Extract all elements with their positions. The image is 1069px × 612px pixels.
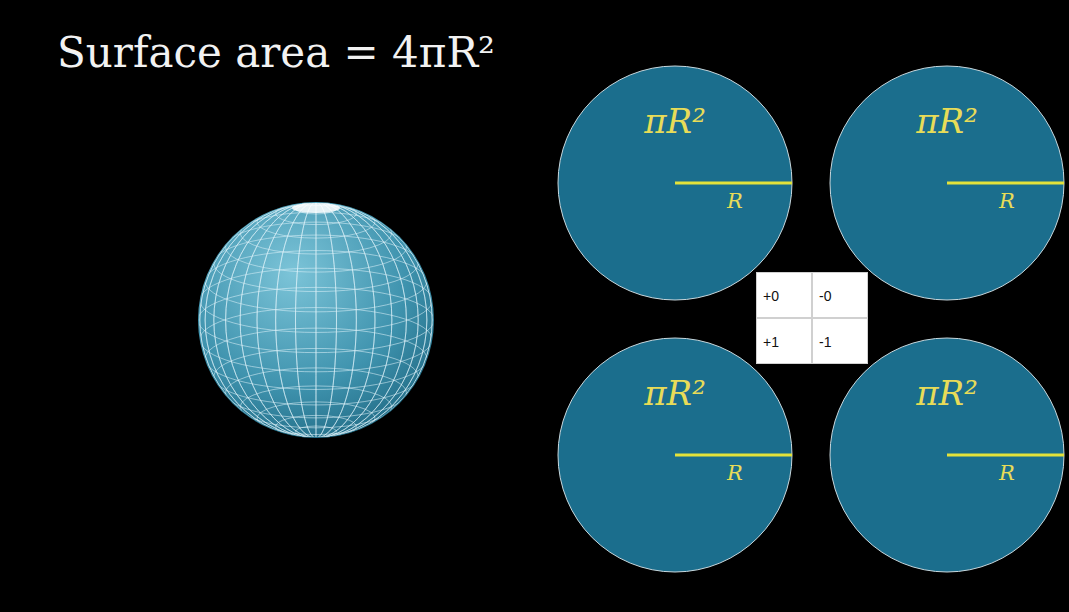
meridian-line: [276, 202, 357, 438]
table-cell: -1: [812, 318, 868, 364]
meridian-line: [214, 202, 418, 438]
radius-line: [675, 454, 792, 457]
disc: [830, 338, 1064, 572]
table-cell: -0: [812, 272, 868, 318]
meridian-line: [205, 202, 427, 438]
meridian-line: [200, 202, 432, 438]
meridian-line: [226, 202, 407, 438]
meridian-line: [205, 202, 427, 438]
meridian-line: [257, 202, 375, 438]
area-formula: πR²: [916, 373, 978, 413]
meridian-line: [257, 202, 375, 438]
radius-label: R: [999, 189, 1015, 213]
title: Surface area = 4πR²: [57, 28, 495, 77]
radius-label: R: [999, 461, 1015, 485]
meridian-line: [240, 202, 392, 438]
meridian-line: [200, 202, 432, 438]
meridian-line: [296, 202, 337, 438]
area-formula: πR²: [644, 101, 706, 141]
disc: [558, 66, 792, 300]
radius-line: [675, 182, 792, 185]
area-circle: πR² R: [829, 337, 1065, 573]
radius-line: [947, 454, 1064, 457]
circle-shape: [557, 337, 793, 573]
table-cell: +1: [756, 318, 812, 364]
disc: [830, 66, 1064, 300]
disc: [558, 338, 792, 572]
area-circle: πR² R: [557, 65, 793, 301]
value-table: +0-0+1-1: [756, 272, 868, 364]
meridian-line: [240, 202, 392, 438]
area-circle: πR² R: [829, 65, 1065, 301]
meridian-line: [214, 202, 418, 438]
sphere-pole: [292, 203, 340, 213]
circle-shape: [557, 65, 793, 301]
meridian-line: [316, 202, 317, 438]
sphere: [198, 202, 434, 438]
meridian-line: [276, 202, 357, 438]
radius-label: R: [727, 189, 743, 213]
circle-shape: [829, 337, 1065, 573]
area-circle: πR² R: [557, 337, 793, 573]
radius-line: [947, 182, 1064, 185]
sphere-grid: [198, 202, 434, 438]
radius-label: R: [727, 461, 743, 485]
circle-shape: [829, 65, 1065, 301]
area-formula: πR²: [916, 101, 978, 141]
meridian-line: [226, 202, 407, 438]
area-formula: πR²: [644, 373, 706, 413]
meridian-line: [296, 202, 337, 438]
table-cell: +0: [756, 272, 812, 318]
